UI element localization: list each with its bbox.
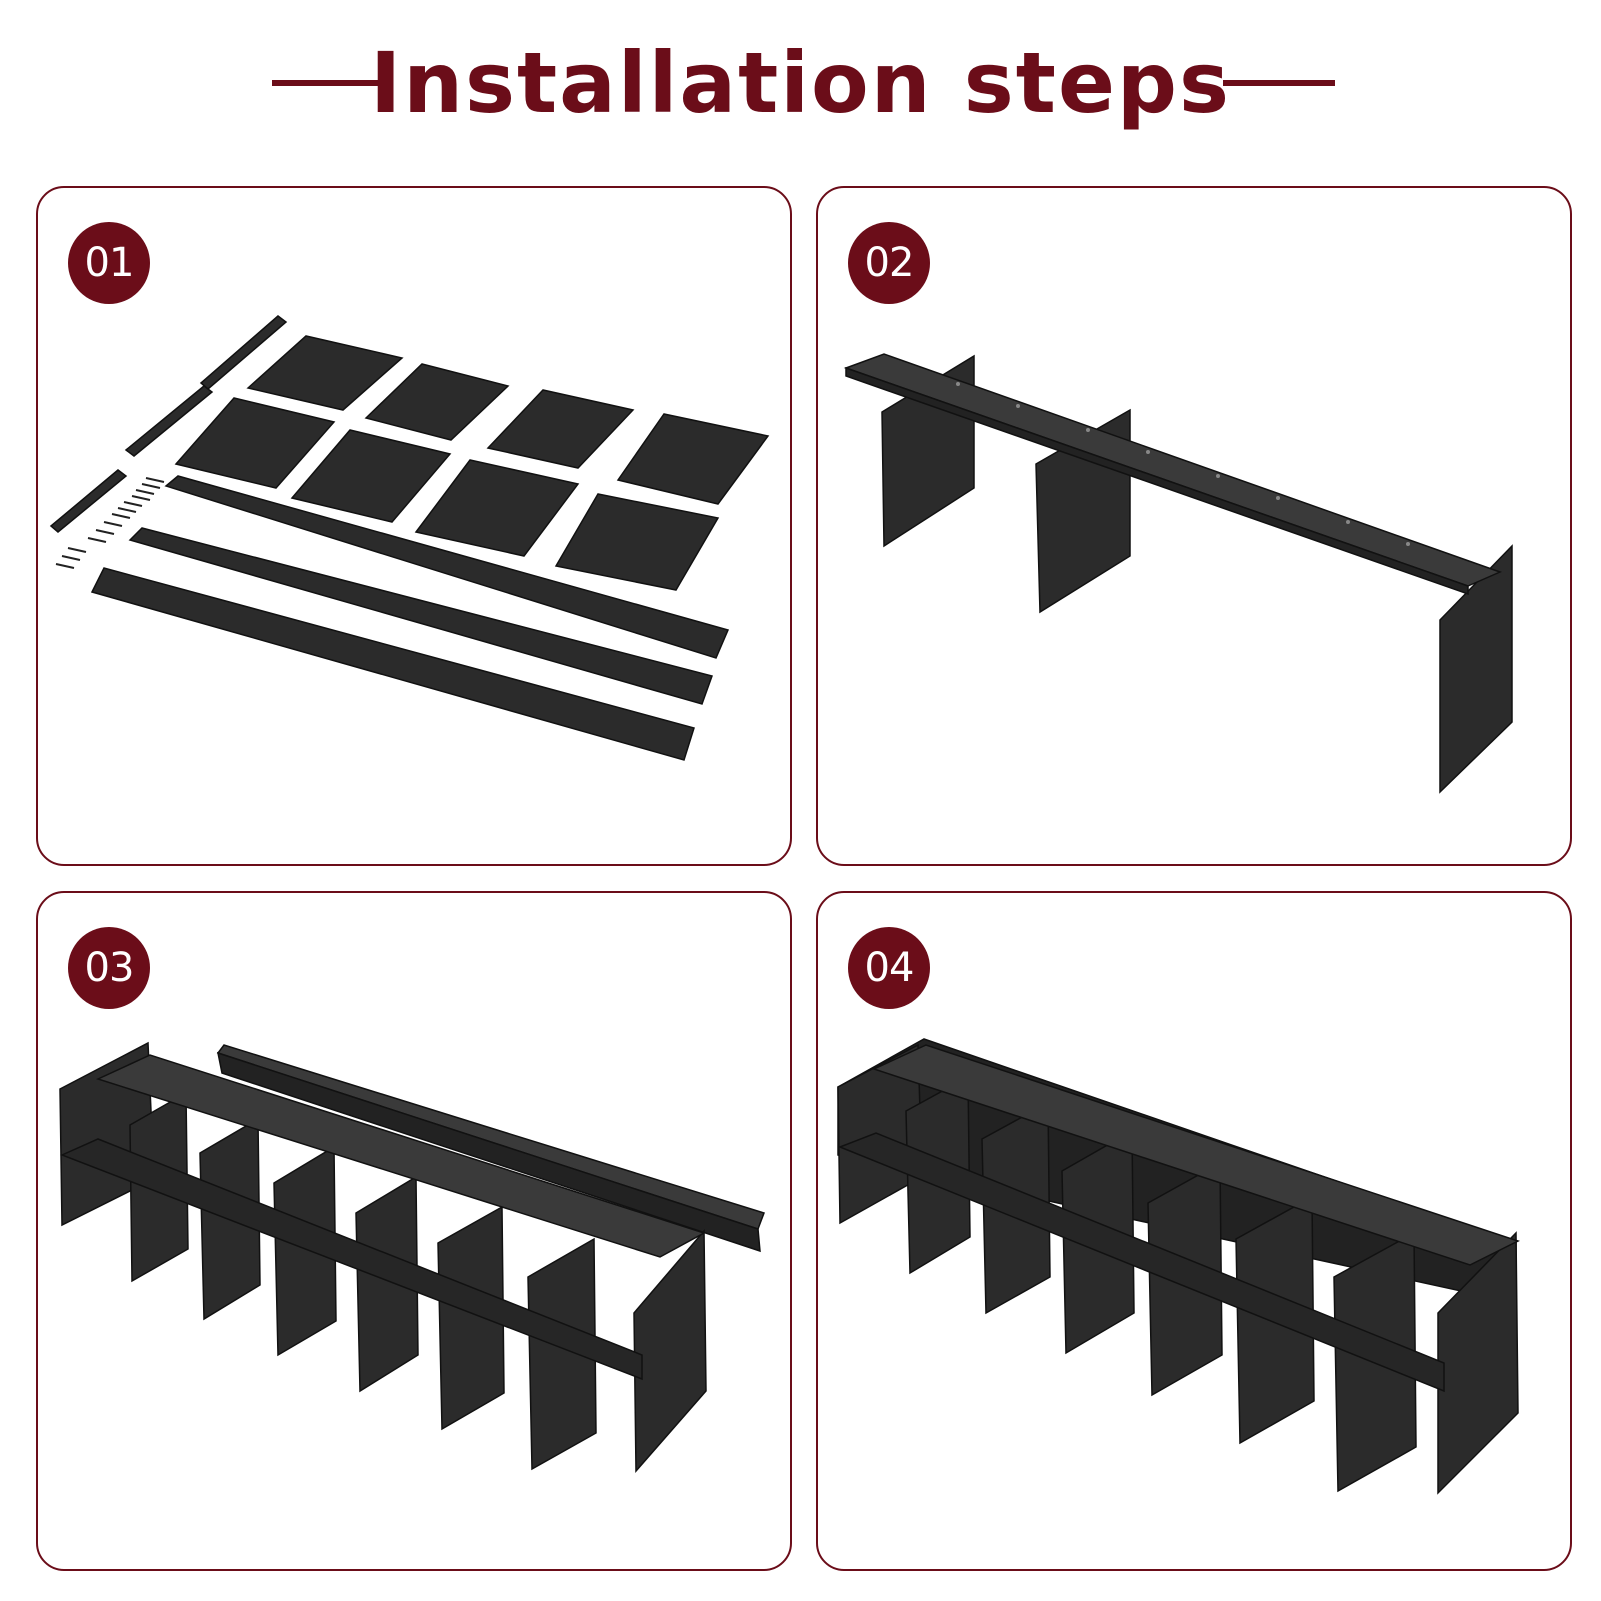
step-panel-03: 03 bbox=[36, 891, 792, 1571]
unassembled-parts-illustration bbox=[49, 315, 770, 761]
step-panel-04: 04 bbox=[816, 891, 1572, 1571]
step-number-badge: 04 bbox=[848, 927, 930, 1009]
top-board-assembly-illustration bbox=[843, 353, 1513, 794]
title-rule-left bbox=[272, 80, 384, 86]
step-number-badge: 03 bbox=[68, 927, 150, 1009]
step-number-badge: 01 bbox=[68, 222, 150, 304]
title-rule-right bbox=[1223, 80, 1335, 86]
step-panel-02: 02 bbox=[816, 186, 1572, 866]
completed-shelf-illustration bbox=[837, 1038, 1520, 1495]
step-panel-01: 01 bbox=[36, 186, 792, 866]
partial-shelf-illustration bbox=[59, 1041, 765, 1473]
step-number-badge: 02 bbox=[848, 222, 930, 304]
page-title: Installation steps bbox=[369, 34, 1232, 132]
